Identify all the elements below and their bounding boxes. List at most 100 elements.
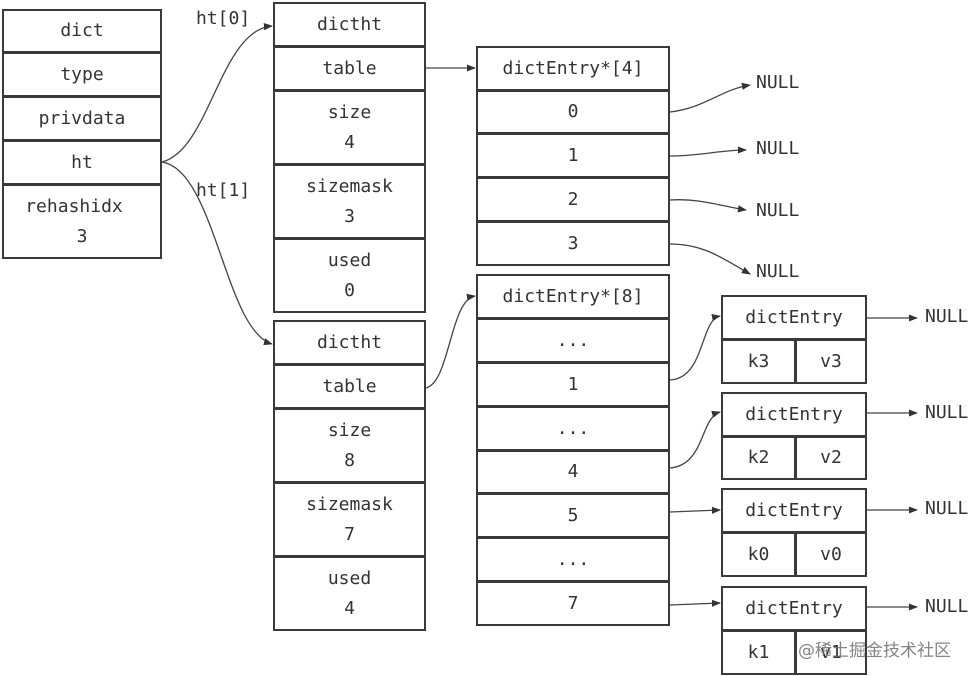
array4-slot-label: 2 (567, 188, 579, 210)
dict-privdata-label: privdata (38, 107, 126, 129)
entry-value: v1 (795, 630, 867, 675)
arrow-ht0 (161, 23, 273, 163)
arrow-ht1-table (425, 293, 476, 389)
array8-slot-label: ... (556, 329, 590, 351)
dict-header: dict (2, 9, 162, 53)
array8-slot: 5 (476, 493, 670, 538)
entry-header-label: dictEntry (745, 306, 843, 328)
dict-type-label: type (60, 63, 104, 85)
dict-ht-label: ht (71, 151, 93, 173)
null-label: NULL (756, 138, 800, 159)
array8-slot-label: 7 (567, 592, 579, 614)
array8-slot: 7 (476, 581, 670, 626)
entry-value-label: v0 (820, 543, 842, 565)
ht0-used-value: 0 (344, 279, 355, 301)
array4-slot: 3 (476, 221, 670, 266)
array4-slot: 1 (476, 133, 670, 178)
array4-slot-label: 1 (567, 144, 579, 166)
array8-slot-label: ... (556, 548, 590, 570)
array8-slot: ... (476, 318, 670, 363)
entry-key: k1 (721, 630, 796, 675)
arrow-slot3-null (669, 243, 751, 275)
ht0-sizemask-field: sizemask 3 (273, 164, 426, 239)
arrow-slot2-null (669, 199, 747, 213)
ht0-header-label: dictht (316, 13, 383, 35)
ht0-link-label: ht[0] (196, 8, 251, 29)
ht0-header: dictht (273, 2, 426, 47)
null-label: NULL (756, 261, 800, 282)
ht0-size-field: size 4 (273, 90, 426, 165)
array8-slot: 4 (476, 450, 670, 494)
ht0-sizemask-label: sizemask (306, 175, 393, 197)
ht1-sizemask-label: sizemask (306, 493, 393, 515)
array8-slot: ... (476, 406, 670, 451)
null-label: NULL (925, 498, 969, 519)
null-label: NULL (925, 596, 969, 617)
entry-header: dictEntry (721, 295, 867, 340)
array8-slot-label: 1 (567, 373, 579, 395)
array4-header-label: dictEntry*[4] (502, 57, 644, 79)
ht1-size-field: size 8 (273, 408, 426, 483)
ht1-used-value: 4 (344, 597, 355, 619)
ht1-header: dictht (273, 320, 426, 365)
dict-type-field: type (2, 52, 162, 97)
watermark: @稀土掘金技术社区 (798, 641, 951, 661)
entry-key-label: k2 (747, 447, 770, 468)
null-label: NULL (756, 72, 800, 93)
ht1-table-field: table (273, 364, 426, 409)
array8-header: dictEntry*[8] (476, 274, 670, 319)
dict-rehashidx-field: rehashidx 3 (2, 184, 162, 259)
array4-slot-label: 0 (567, 101, 579, 122)
ht0-used-label: used (327, 249, 372, 271)
entry-value-label: v2 (820, 447, 842, 468)
ht1-size-label: size (327, 419, 372, 441)
ht0-size-value: 4 (344, 131, 355, 153)
ht0-sizemask-value: 3 (344, 205, 355, 227)
ht0-size-label: size (327, 101, 372, 123)
dict-ht-field: ht (2, 140, 162, 185)
arrow-slot5-entry (669, 506, 721, 514)
ht0-table-label: table (322, 57, 377, 79)
entry-value-label: v3 (820, 350, 842, 372)
array4-header: dictEntry*[4] (476, 46, 670, 91)
ht1-header-label: dictht (316, 331, 383, 353)
entry-value-label: v1 (820, 641, 842, 663)
entry-key-label: k3 (747, 350, 770, 372)
array8-header-label: dictEntry*[8] (502, 285, 644, 307)
array8-slot: 1 (476, 362, 670, 407)
ht1-sizemask-field: sizemask 7 (273, 482, 426, 557)
ht1-link-label: ht[1] (196, 180, 251, 201)
ht1-used-label: used (327, 567, 372, 589)
entry-key-label: k1 (747, 641, 770, 663)
entry-key: k3 (721, 339, 796, 384)
array8-slot-label: 5 (567, 504, 579, 526)
entry-header-label: dictEntry (745, 597, 843, 619)
entry-header: dictEntry (721, 488, 867, 533)
entry-header-label: dictEntry (745, 403, 843, 425)
entry-header: dictEntry (721, 392, 867, 437)
array8-slot-label: 4 (567, 461, 579, 482)
array4-slot-label: 3 (567, 232, 579, 254)
ht1-table-label: table (322, 375, 377, 397)
array8-slot-label: ... (556, 417, 590, 439)
dict-header-label: dict (60, 20, 104, 41)
arrow-slot0-null (669, 82, 751, 113)
entry-header: dictEntry (721, 586, 867, 631)
rehashidx-label: rehashidx (25, 195, 123, 217)
array4-slot: 0 (476, 90, 670, 134)
ht0-table-field: table (273, 46, 426, 91)
arrow-slot7-entry (669, 599, 721, 607)
null-label: NULL (925, 402, 969, 423)
arrow-slot1-null (669, 146, 747, 157)
array4-slot: 2 (476, 177, 670, 222)
ht0-used-field: used 0 (273, 238, 426, 313)
rehashidx-value: 3 (76, 225, 88, 247)
entry-key-label: k0 (747, 543, 770, 565)
entry-value: v2 (795, 436, 867, 480)
entry-value: v3 (795, 339, 867, 384)
arrow-slot4-entry (669, 410, 721, 469)
null-label: NULL (756, 200, 800, 221)
entry-key: k2 (721, 436, 796, 480)
dict-privdata-field: privdata (2, 96, 162, 141)
